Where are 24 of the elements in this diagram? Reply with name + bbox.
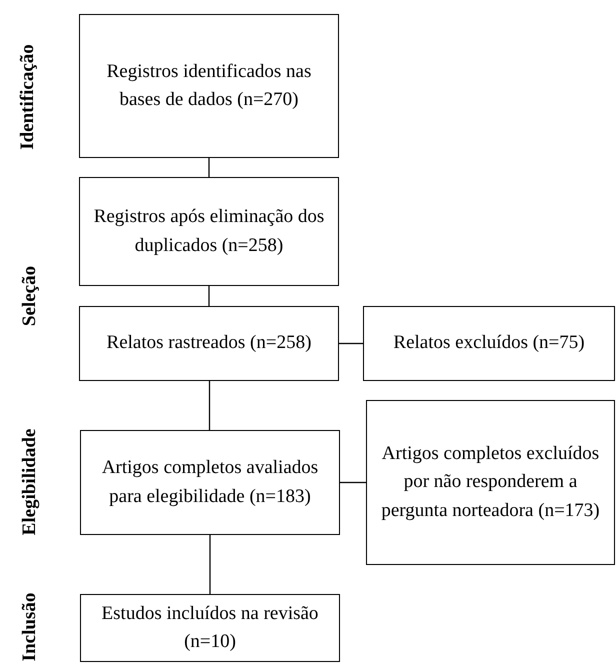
connector-line xyxy=(208,286,210,306)
box-text: Registros após eliminação dos duplicados (n=258) xyxy=(92,205,326,258)
stage-label: Identificação xyxy=(17,44,39,150)
connector-line xyxy=(209,535,211,594)
box-text: Relatos rastreados (n=258) xyxy=(106,331,312,356)
stage-label: Elegibilidade xyxy=(19,428,41,536)
process-box xyxy=(366,400,615,565)
box-text: Artigos completos avaliados para elegibilidade (n=183) xyxy=(100,456,320,508)
connector-line xyxy=(340,482,366,484)
box-text: Estudos incluídos na revisão (n=10) xyxy=(100,602,320,654)
box-text: Registros identificados nas bases de dados (n=270) xyxy=(106,60,312,112)
connector-line xyxy=(339,342,363,344)
box-text: Relatos excluídos (n=75) xyxy=(393,331,585,356)
process-box xyxy=(80,594,340,662)
process-box xyxy=(80,430,340,535)
process-box xyxy=(79,14,339,158)
process-box xyxy=(79,177,339,286)
connector-line xyxy=(208,158,210,177)
process-box xyxy=(363,306,615,381)
box-text: Artigos completos excluídos por não responderem a pergunta norteadora (n=173) xyxy=(380,442,601,523)
connector-line xyxy=(208,381,210,430)
stage-label: Inclusão xyxy=(19,592,41,662)
process-box xyxy=(79,306,339,381)
stage-label: Seleção xyxy=(19,266,41,326)
